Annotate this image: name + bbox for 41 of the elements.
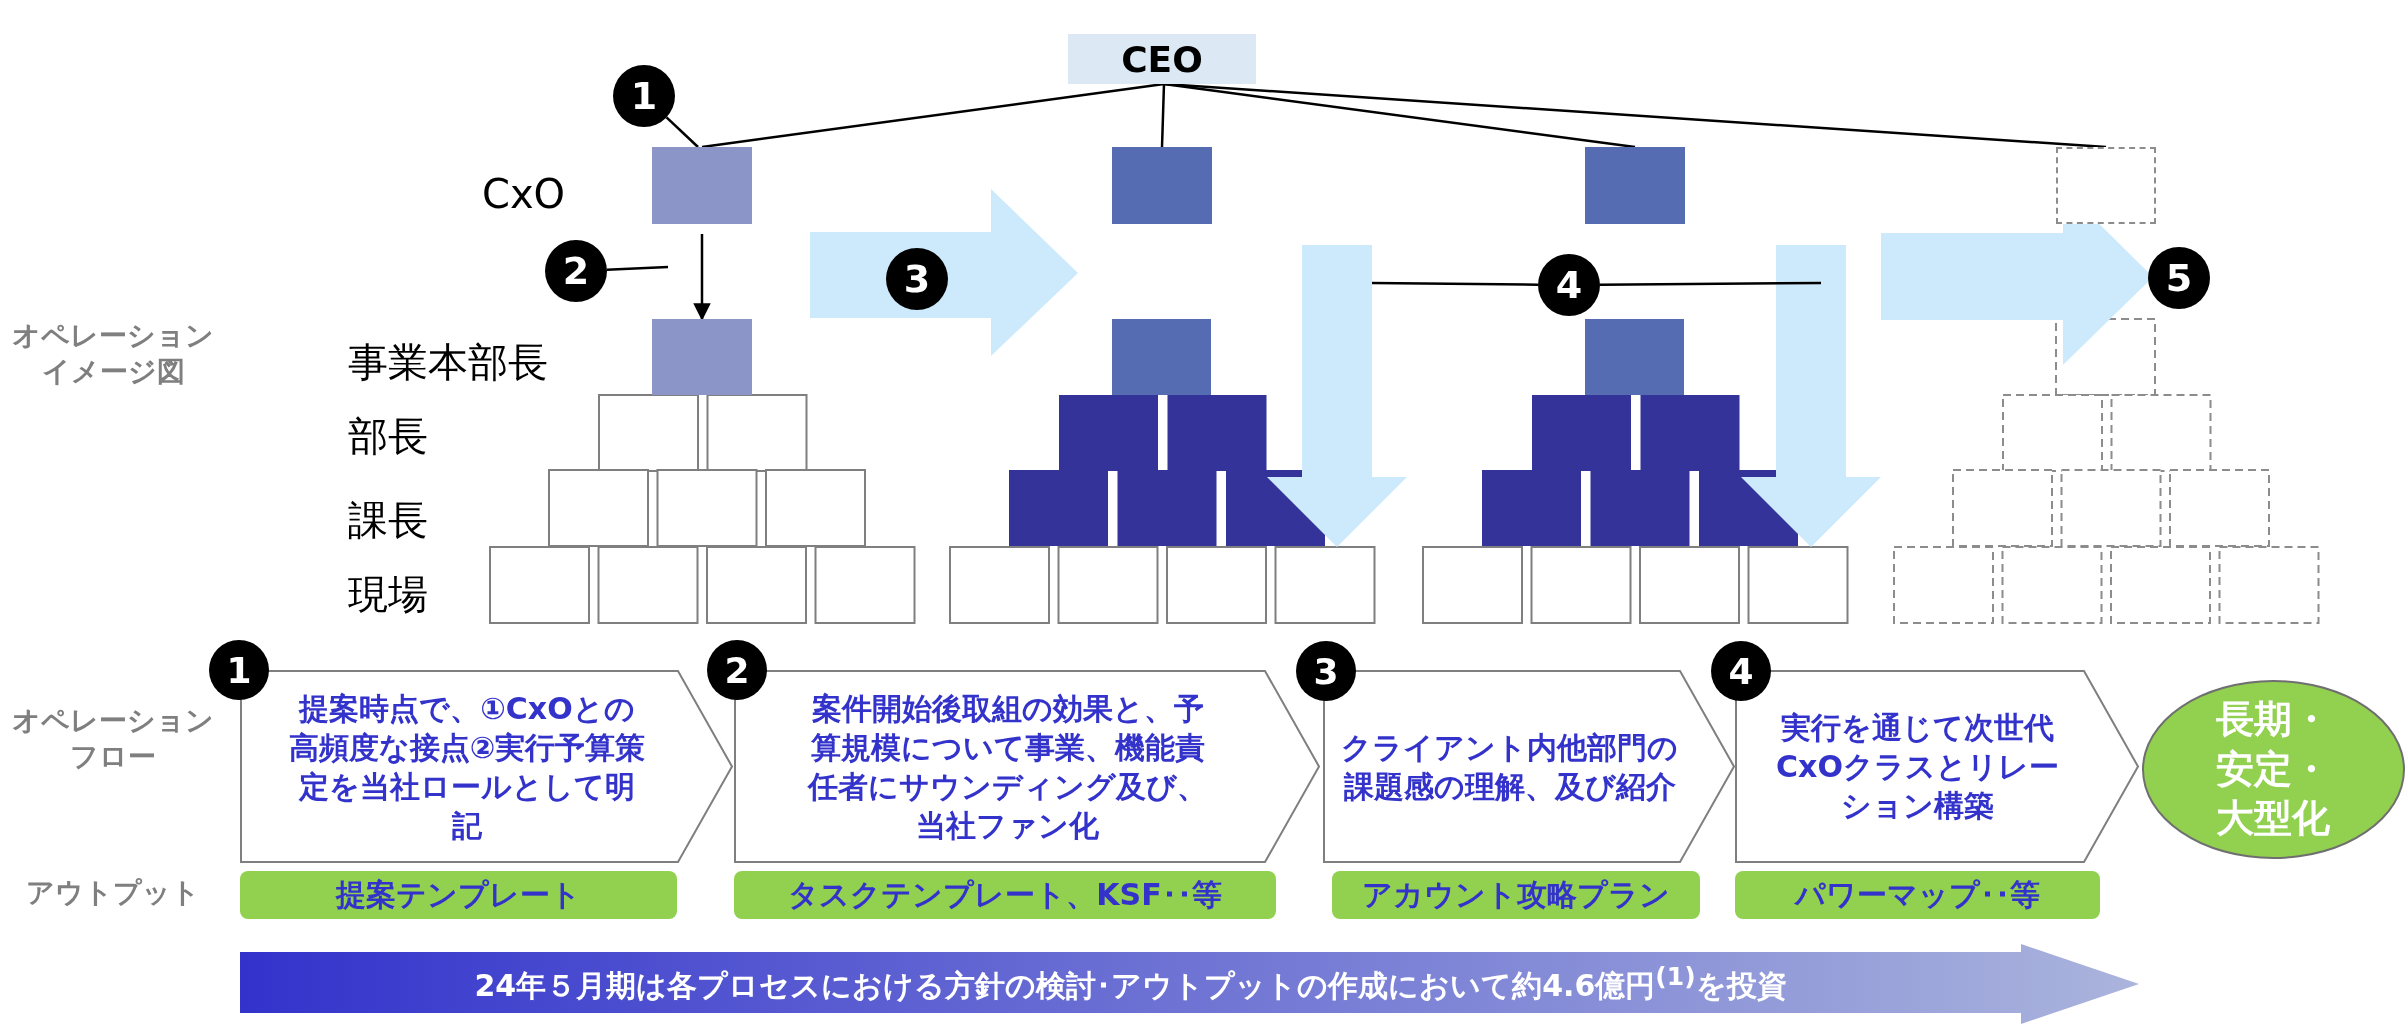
leader-line xyxy=(665,116,699,148)
position-box xyxy=(1112,147,1212,224)
arrow xyxy=(693,234,711,321)
connector-line xyxy=(1160,83,1166,148)
leader-line xyxy=(606,265,669,271)
step-description: 提案時点で、①CxOとの高頻度な接点②実行予算策定を当社ロールとして明記 xyxy=(287,689,647,845)
step-number: 3 xyxy=(1296,641,1356,701)
connector-line xyxy=(701,82,1165,149)
investment-note: 24年５月期は各プロセスにおける方針の検討･アウトプットの作成において約4.6億円$^{(1)}$を投資 xyxy=(474,967,1787,1003)
section-label: オペレーションイメージ図 xyxy=(11,318,215,391)
position-box xyxy=(652,319,752,395)
position-box xyxy=(1585,147,1685,224)
leader-line xyxy=(1372,281,1538,286)
output-tag: アカウント攻略プラン xyxy=(1332,871,1700,919)
row-label: CxO xyxy=(482,170,566,219)
step-description: クライアント内他部門の課題感の理解、及び紹介 xyxy=(1340,728,1679,806)
connector-line xyxy=(1163,82,1636,149)
callout-number: 5 xyxy=(2148,247,2210,309)
position-box xyxy=(2056,147,2156,224)
section-label: オペレーションフロー xyxy=(11,703,215,776)
output-tag: パワーマップ･･等 xyxy=(1735,871,2100,919)
role-box: CEO xyxy=(1068,34,1256,84)
goal-text: 長期・安定・大型化 xyxy=(2215,696,2332,843)
step-description: 実行を通じて次世代CxOクラスとリレーション構築 xyxy=(1775,709,2060,825)
callout-number: 1 xyxy=(613,65,675,127)
output-tag: 提案テンプレート xyxy=(240,871,677,919)
leader-line xyxy=(1600,281,1821,286)
row-label: 部長 xyxy=(348,412,428,461)
step-number: 4 xyxy=(1711,641,1771,701)
step-description: 案件開始後取組の効果と、予算規模について事業、機能責任者にサウンディング及び、当社ファン化 xyxy=(807,689,1208,845)
callout-number: 2 xyxy=(545,240,607,302)
position-box xyxy=(652,147,752,224)
section-label: アウトプット xyxy=(25,875,201,911)
callout-number: 4 xyxy=(1538,254,1600,316)
step-number: 1 xyxy=(209,640,269,700)
output-tag: タスクテンプレート、KSF･･等 xyxy=(734,871,1276,919)
connector-line xyxy=(1163,82,2107,149)
row-label: 課長 xyxy=(348,496,428,545)
row-label: 事業本部長 xyxy=(348,338,548,387)
step-number: 2 xyxy=(707,640,767,700)
row-label: 現場 xyxy=(348,570,428,619)
